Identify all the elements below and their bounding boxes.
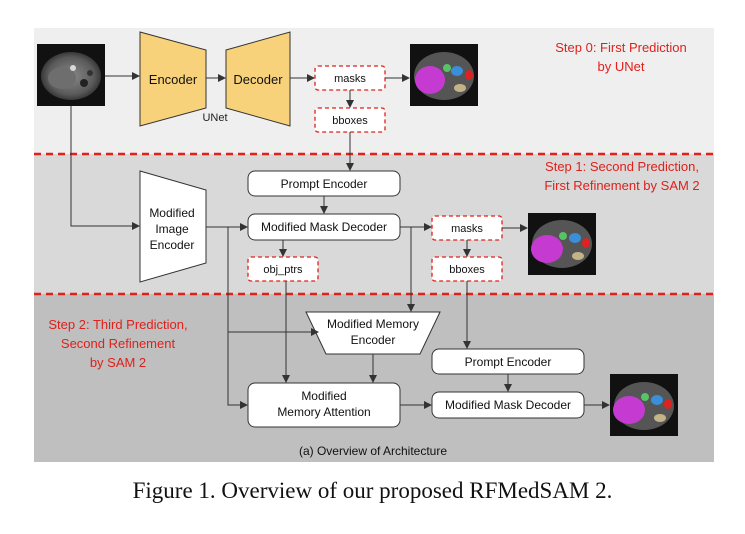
step0-label-line2: by UNet [598, 59, 645, 74]
step1-bboxes-label: bboxes [449, 264, 485, 276]
memory-encoder-label-line2: Encoder [351, 333, 396, 347]
memory-encoder-label-line1: Modified Memory [327, 317, 419, 331]
step1-output-segmentation [528, 213, 596, 275]
unet-decoder-label: Decoder [233, 72, 283, 87]
step2-label-line1: Step 2: Third Prediction, [48, 317, 187, 332]
step1-bboxes-box [431, 256, 503, 282]
memory-attention-label-line1: Modified [301, 389, 346, 403]
step0-bboxes-box [314, 107, 386, 133]
memory-attention-label-line2: Memory Attention [277, 405, 370, 419]
step0-label-line1: Step 0: First Prediction [555, 40, 687, 55]
step0-masks-label: masks [334, 73, 366, 85]
input-ct-image [37, 44, 105, 106]
obj-ptrs-box [247, 256, 319, 282]
unet-encoder-label: Encoder [149, 72, 198, 87]
unet-decoder [225, 31, 291, 127]
unet-encoder [139, 31, 207, 127]
image-encoder-label-line1: Modified [149, 206, 194, 220]
step1-label-line2: First Refinement by SAM 2 [544, 178, 699, 193]
step0-output-segmentation [410, 44, 478, 106]
step2-mask-decoder-label: Modified Mask Decoder [445, 398, 571, 412]
step0-bboxes-label: bboxes [332, 115, 368, 127]
unet-label: UNet [202, 112, 227, 124]
modified-image-encoder [139, 170, 207, 283]
arrow-embed-to-memory-attention [227, 332, 248, 409]
step1-masks-label: masks [451, 223, 483, 235]
step2-output-segmentation [610, 374, 678, 436]
step1-mask-decoder-label: Modified Mask Decoder [261, 220, 387, 234]
step2-prompt-encoder-label: Prompt Encoder [465, 355, 552, 369]
step2-label-line3: by SAM 2 [90, 355, 146, 370]
step1-label-line1: Step 1: Second Prediction, [545, 159, 699, 174]
modified-memory-encoder [305, 311, 441, 355]
step1-prompt-encoder-label: Prompt Encoder [281, 177, 368, 191]
arrow-input-to-image-encoder [70, 106, 140, 230]
connectors [70, 72, 610, 409]
figure-caption: Figure 1. Overview of our proposed RFMed… [132, 478, 613, 503]
image-encoder-label-line2: Image [155, 222, 189, 236]
subfigure-caption: (a) Overview of Architecture [299, 444, 447, 458]
step2-label-line2: Second Refinement [61, 336, 176, 351]
image-encoder-label-line3: Encoder [150, 238, 195, 252]
obj-ptrs-label: obj_ptrs [263, 264, 303, 276]
